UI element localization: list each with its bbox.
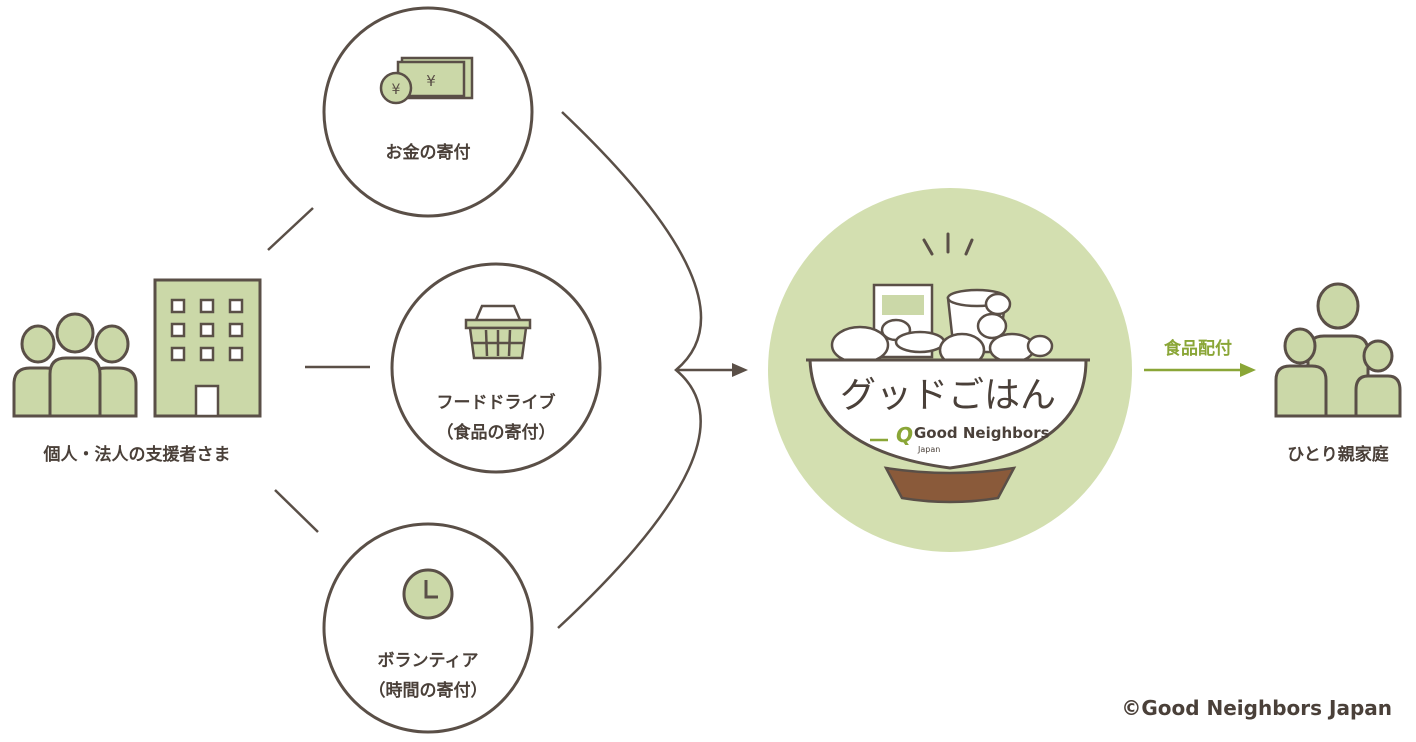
supporter-connectors [267, 207, 370, 533]
money-icon: ¥ ¥ [379, 56, 474, 105]
program-title: グッドごはん [840, 375, 1056, 416]
donation-money-label: お金の寄付 [386, 142, 471, 163]
arrow-to-program [676, 363, 748, 377]
building-icon [153, 278, 262, 418]
family-icon [1274, 282, 1402, 418]
copyright-text: ©Good Neighbors Japan [1121, 696, 1392, 720]
donation-money: ¥ ¥ お金の寄付 [322, 6, 534, 218]
supporters-label: 個人・法人の支援者さま [43, 444, 231, 465]
program-bowl: グッドごはん Q Good Neighbors Japan [768, 188, 1132, 552]
donation-food-drive: フードドライブ （食品の寄付） [390, 262, 602, 474]
svg-text:¥: ¥ [392, 82, 401, 98]
donation-food-drive-label: フードドライブ [437, 392, 556, 413]
basket-icon [464, 304, 532, 360]
people-icon [12, 312, 138, 418]
svg-text:¥: ¥ [426, 72, 436, 90]
recipients-label: ひとり親家庭 [1287, 444, 1389, 465]
delivery-label: 食品配付 [1164, 338, 1232, 359]
program-brand: Good Neighbors [914, 424, 1050, 442]
clock-icon [402, 568, 454, 620]
program-brand-sub: Japan [917, 445, 940, 454]
donation-food-drive-sublabel: （食品の寄付） [437, 422, 556, 443]
svg-text:Q: Q [896, 423, 913, 447]
arrow-to-recipients [1144, 363, 1256, 377]
donation-volunteer-sublabel: （時間の寄付） [369, 680, 488, 701]
donation-volunteer-label: ボランティア [378, 651, 479, 671]
good-neighbors-logo: Q Good Neighbors Japan [870, 423, 1050, 454]
donation-volunteer: ボランティア （時間の寄付） [322, 522, 534, 734]
